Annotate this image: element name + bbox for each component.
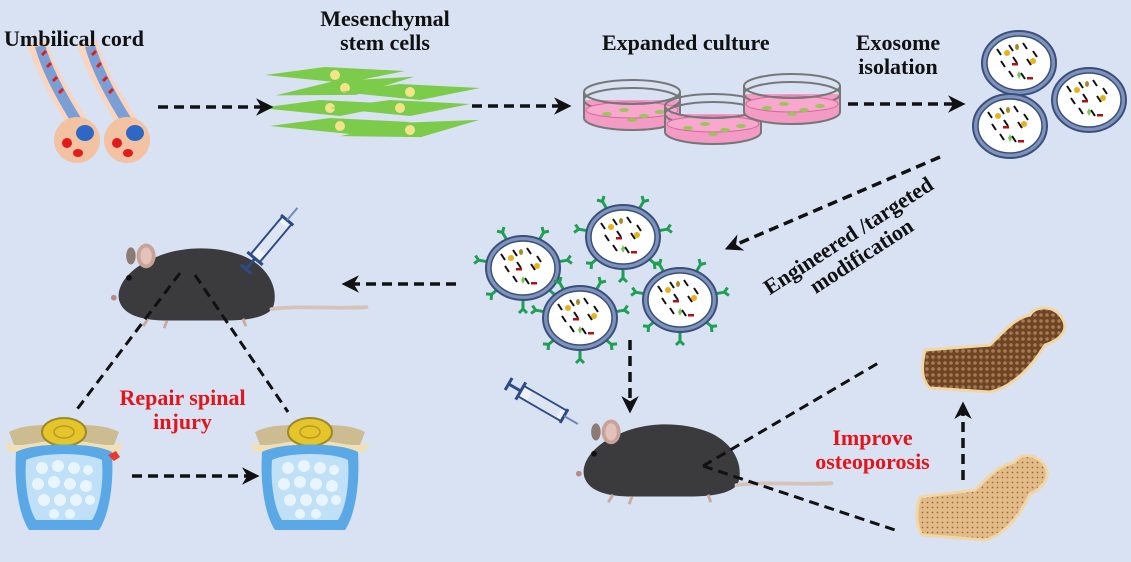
label-repair-line1: Repair spinal [119, 385, 246, 410]
label-exosome-line1: Exosome [855, 30, 941, 55]
label-repair-line2: injury [153, 409, 212, 434]
syringe-icon-bottom [502, 373, 585, 435]
label-repair-spinal-injury: Repair spinal injury [95, 386, 270, 434]
connector-lines [73, 272, 896, 532]
mouse-osteoporosis-model [574, 417, 834, 507]
engineered-exosomes-illustration [474, 196, 729, 363]
umbilical-cord-illustration [25, 38, 152, 165]
bone-osteoporotic [915, 454, 1049, 542]
injury-mark [108, 451, 120, 461]
label-msc: Mesenchymal stem cells [300, 7, 470, 55]
bone-healthy [921, 306, 1067, 394]
label-exosome-isolation: Exosome isolation [843, 31, 953, 79]
spinal-injury-repaired [249, 417, 371, 531]
culture-dishes-illustration [583, 73, 841, 145]
arrow-exosome-to-engineered [724, 155, 941, 251]
label-improve-osteoporosis: Improve osteoporosis [800, 426, 945, 474]
label-umbilical-cord: Umbilical cord [4, 26, 144, 51]
label-expanded-culture: Expanded culture [602, 30, 770, 55]
label-improve-line1: Improve [832, 425, 913, 450]
label-msc-line2: stem cells [340, 30, 430, 55]
spinal-injury-before [3, 417, 125, 531]
syringe-icon-top [236, 199, 307, 278]
isolated-exosomes-illustration [973, 31, 1126, 158]
label-improve-line2: osteoporosis [815, 449, 930, 474]
label-exosome-line2: isolation [858, 54, 938, 79]
label-msc-line1: Mesenchymal [320, 6, 450, 31]
mesenchymal-stem-cells-illustration [260, 67, 481, 145]
